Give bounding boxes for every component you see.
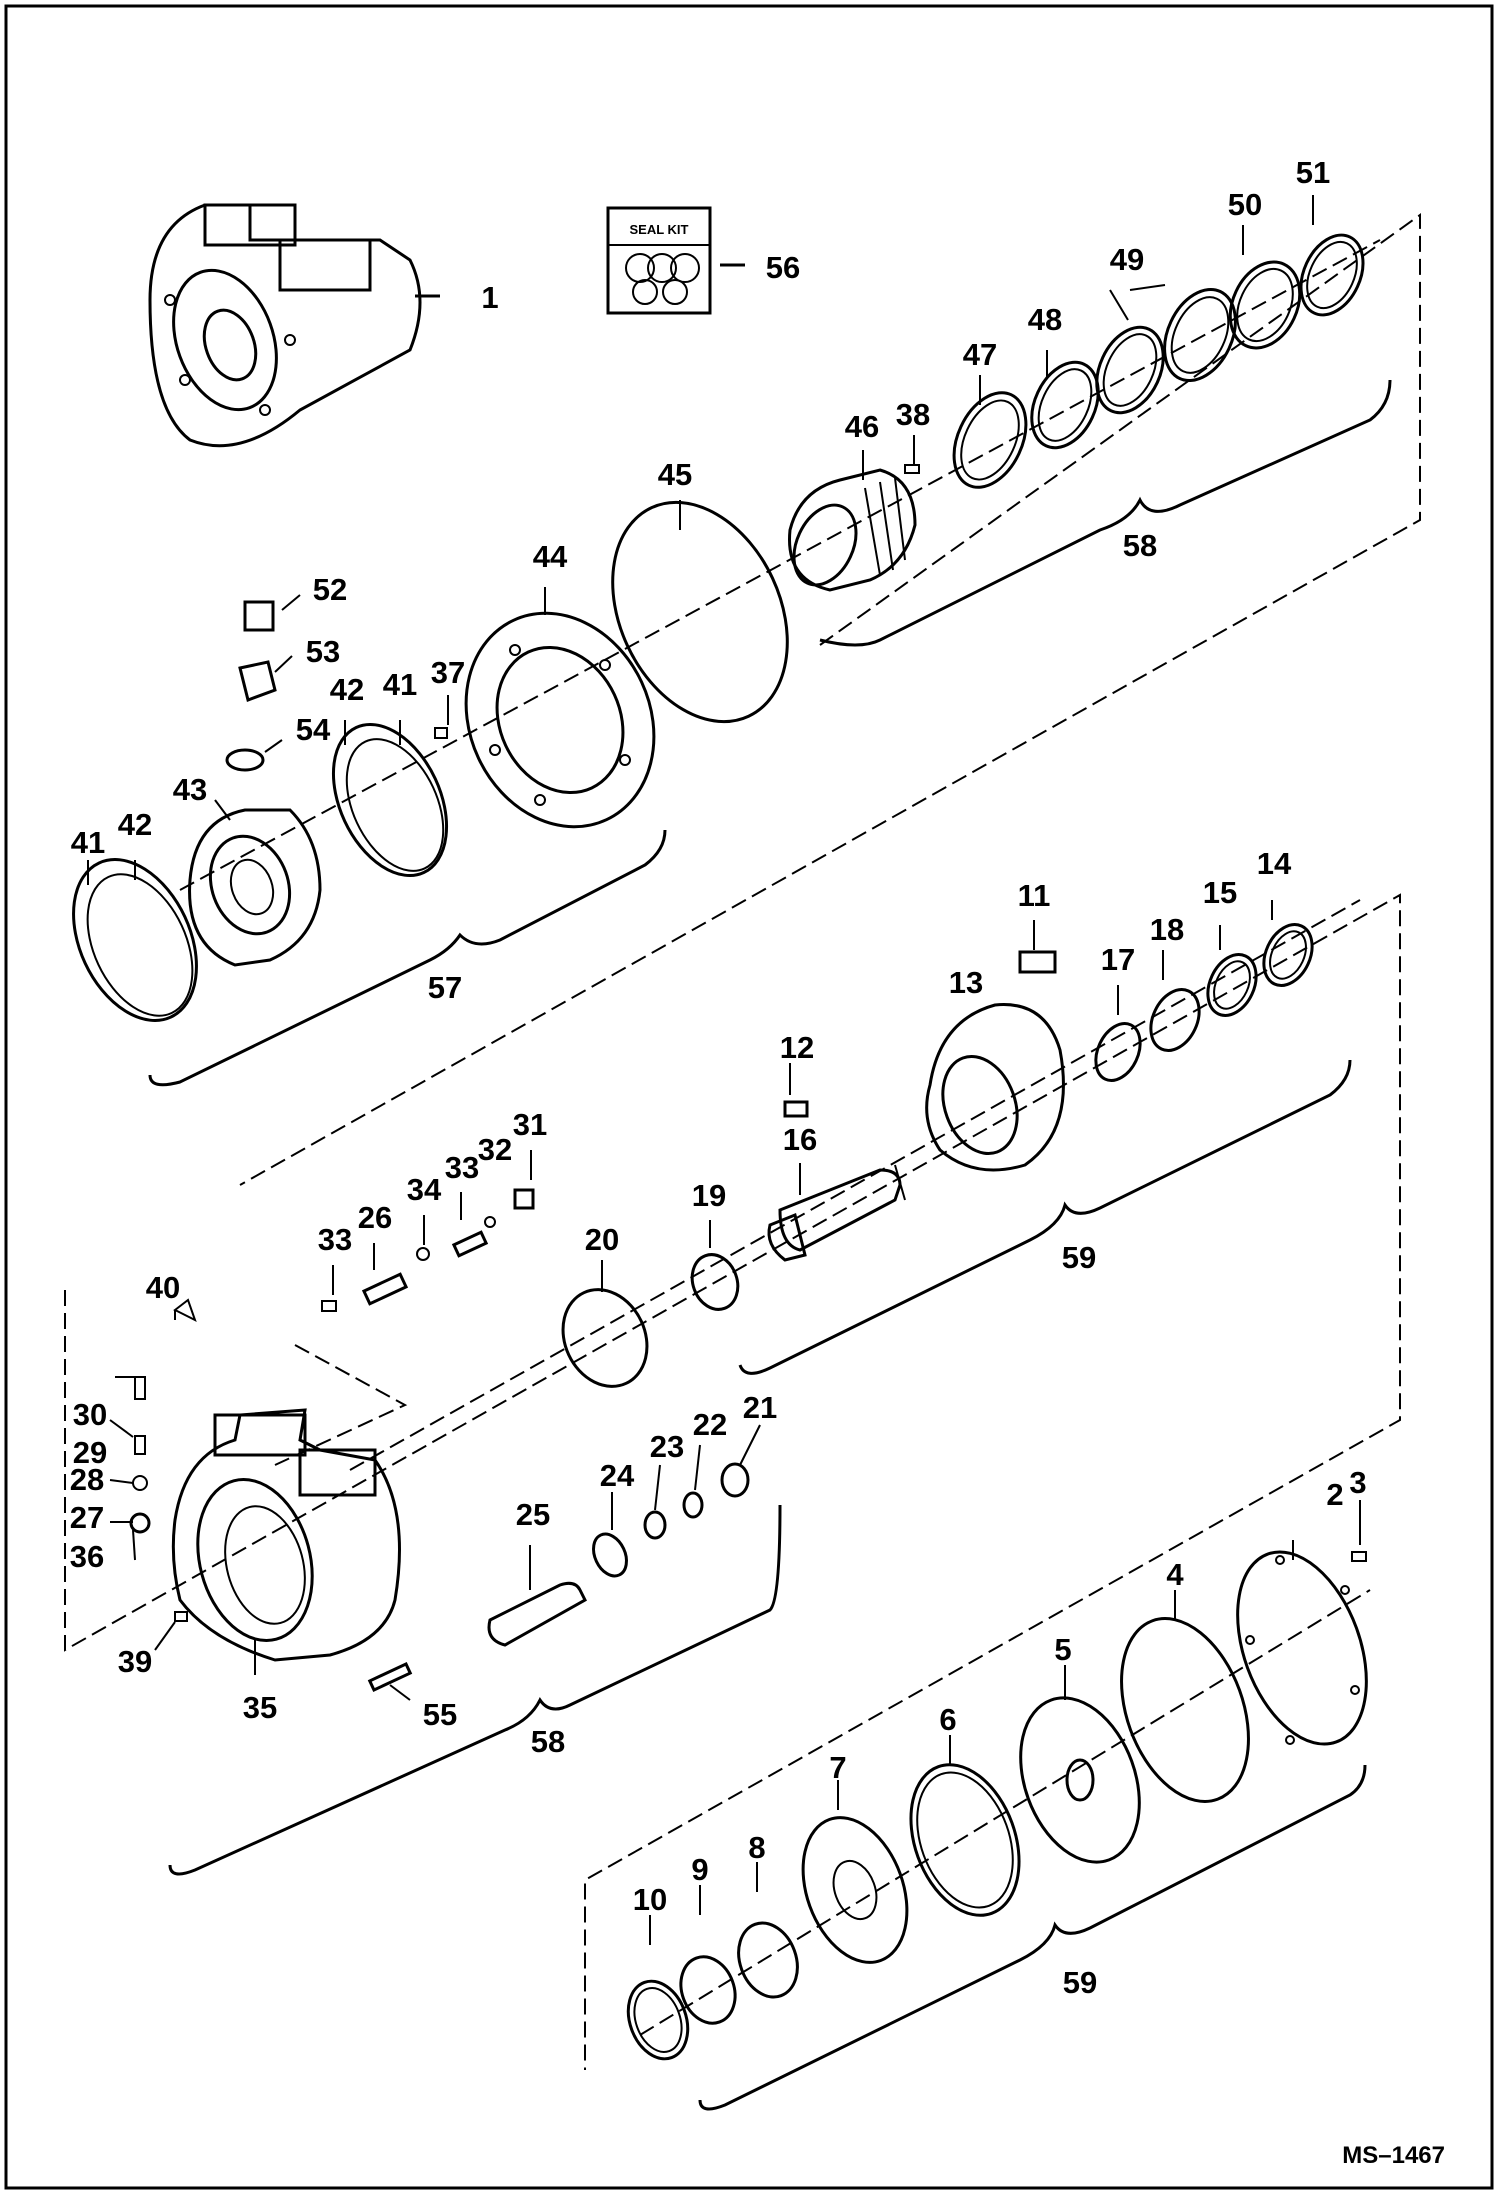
dash-boundary-top: [239, 213, 1421, 1186]
callout-43: 43: [173, 772, 207, 807]
housing-section: [129, 1298, 750, 1692]
callout-28: 28: [70, 1462, 104, 1497]
callout-labels: 1 2 3 3 4 5 6 7 8 9 10 11 12 13 14 15 16…: [70, 155, 1367, 2000]
brace-58-lower: [168, 1504, 782, 1876]
brace-58-top: [819, 379, 1392, 647]
callout-47: 47: [963, 337, 997, 372]
callout-18: 18: [1150, 912, 1184, 947]
callout-34: 34: [407, 1172, 442, 1207]
callout-25: 25: [516, 1497, 550, 1532]
callout-12: 12: [780, 1030, 814, 1065]
callout-24: 24: [600, 1458, 635, 1493]
brace-57: [148, 829, 667, 1087]
callout-33a: 33: [318, 1222, 352, 1257]
callout-58-bottom: 58: [531, 1724, 565, 1759]
callout-48: 48: [1028, 302, 1062, 337]
brace-59-mid: [738, 1059, 1352, 1375]
callout-41b: 41: [71, 825, 105, 860]
callout-3-visible: 3: [1349, 1465, 1366, 1500]
seal-kit-icon: [606, 206, 745, 315]
callout-14: 14: [1257, 846, 1292, 881]
callout-8: 8: [748, 1830, 765, 1865]
callout-17: 17: [1101, 942, 1135, 977]
callout-56: 56: [766, 250, 800, 285]
callout-26: 26: [358, 1200, 392, 1235]
callout-16: 16: [783, 1122, 817, 1157]
shaft-section: [321, 899, 1361, 1471]
brace-59-bottom: [698, 1764, 1367, 2111]
callout-55: 55: [423, 1697, 457, 1732]
callout-45: 45: [658, 457, 692, 492]
callout-53: 53: [306, 634, 340, 669]
motor-assembly: [148, 203, 440, 448]
callout-1: 1: [481, 280, 498, 315]
callout-27: 27: [70, 1500, 104, 1535]
callout-30: 30: [73, 1397, 107, 1432]
seal-kit-label: SEAL KIT: [630, 222, 689, 237]
callout-23: 23: [650, 1429, 684, 1464]
end-cover-section: [626, 1550, 1371, 2061]
callout-59-mid: 59: [1062, 1240, 1096, 1275]
callout-52: 52: [313, 572, 347, 607]
callout-32: 32: [478, 1132, 512, 1167]
callout-13: 13: [949, 965, 983, 1000]
callout-50: 50: [1228, 187, 1262, 222]
callout-15: 15: [1203, 875, 1237, 910]
callout-19: 19: [692, 1178, 726, 1213]
callout-41a: 41: [383, 667, 417, 702]
callout-46: 46: [845, 409, 879, 444]
callout-37: 37: [431, 655, 465, 690]
dash-connector-valve: [274, 1344, 408, 1466]
callout-57: 57: [428, 970, 462, 1005]
callout-22: 22: [693, 1407, 727, 1442]
callout-35: 35: [243, 1690, 277, 1725]
callout-6: 6: [939, 1702, 956, 1737]
callout-4: 4: [1166, 1557, 1184, 1592]
callout-38: 38: [896, 397, 930, 432]
callout-31: 31: [513, 1107, 547, 1142]
callout-44: 44: [533, 539, 568, 574]
callout-58-top: 58: [1123, 528, 1157, 563]
leader-lines: [87, 195, 1361, 1945]
callout-7: 7: [829, 1750, 846, 1785]
page-border: [4, 4, 1494, 2190]
callout-49: 49: [1110, 242, 1144, 277]
callout-11: 11: [1018, 878, 1051, 913]
callout-42a: 42: [330, 672, 364, 707]
callout-33b: 33: [445, 1150, 479, 1185]
figure-id: MS–1467: [1342, 2142, 1445, 2169]
dash-boundary-lower: [64, 893, 1401, 2070]
callout-59-bottom: 59: [1063, 1965, 1097, 2000]
callout-54: 54: [296, 712, 331, 747]
callout-2: 2: [1326, 1477, 1343, 1512]
callout-36: 36: [70, 1539, 104, 1574]
callout-51: 51: [1296, 155, 1330, 190]
ring-row-top: [72, 233, 1381, 1022]
callout-40: 40: [146, 1270, 180, 1305]
callout-42b: 42: [118, 807, 152, 842]
callout-21: 21: [743, 1390, 777, 1425]
callout-9: 9: [691, 1852, 708, 1887]
callout-5: 5: [1054, 1632, 1071, 1667]
callout-39: 39: [118, 1644, 152, 1679]
callout-10: 10: [633, 1882, 667, 1917]
callout-20: 20: [585, 1222, 619, 1257]
callout-29: 29: [73, 1435, 107, 1470]
